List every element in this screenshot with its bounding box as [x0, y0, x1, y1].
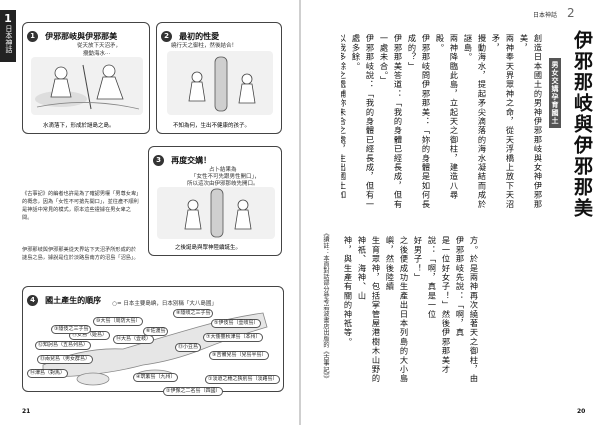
panel-3-caption: 之後誕島與眾神陸續誕生。	[175, 245, 242, 251]
pillar-illustration	[167, 51, 273, 115]
body-text-line: 伊邪那岐說：「我的身體已經長成，但有一處多餘。	[351, 34, 375, 209]
map-label: ⑫知訶島（五島列島）	[35, 341, 92, 350]
panel-1-text-a: 從天放下天沼矛，	[77, 43, 122, 49]
panel-2: 2 最初的性愛 繞行天之御柱，然後結合！ 不知為何，生出不健康的孩子。	[156, 22, 282, 134]
body-text-line: 攪動海水，提起矛尖滴落的海水凝結而成於謎島。	[463, 34, 487, 209]
body-text-line: 兩神降臨此島，立起天之御柱，建造八尋殿。	[435, 34, 459, 200]
map-label: ⑥佐渡島	[143, 327, 169, 336]
body-text-line: 以我多餘之處補妳未合之處，生出國土如何？」	[341, 34, 347, 200]
panel-1-title: 伊邪那岐與伊邪那美	[45, 32, 118, 41]
panel-1: 1 伊邪那岐與伊邪那美 從天放下天沼矛， 攪動海水⋯ 水滴落下，形成於謎島之島。	[22, 22, 150, 134]
panel-2-title: 最初的性愛	[179, 32, 220, 41]
map-label: ⑧隱岐之三子島	[173, 309, 214, 318]
deities-illustration	[31, 57, 143, 115]
page-title: 伊邪那岐與伊邪那美	[571, 30, 593, 219]
page-subtitle: 男女交媾孕育國土	[549, 58, 561, 128]
map-label: ⑬小豆島	[175, 343, 202, 352]
panel-3-text-b: 「女性不可先跟男性開口」，	[191, 174, 260, 180]
panel-1-caption: 水滴落下，形成於謎島之島。	[43, 123, 115, 129]
body-text-column: 創造日本國土的男神伊邪那岐與女神伊邪那美，兩神奉天界眾神之命，從天浮橋上放下天沼…	[341, 34, 545, 214]
panel-3-title: 再度交媾！	[171, 156, 212, 165]
body-text-line: 伊邪那美答道：「我的身體已經長成，但有一處未合。」	[379, 34, 403, 209]
panel-2-caption: 不知為何，生出不健康的孩子。	[173, 123, 251, 129]
body-text-line: 之後便成功生產出日本列島的大小島嶼，然後陸續	[385, 236, 409, 384]
map-label: ④筑紫島（九州）	[133, 373, 179, 382]
body-text-line: 神，與生產有關的神祇等。	[343, 236, 353, 347]
running-header: 日本神話	[533, 12, 558, 19]
map-label: ①淡道之穗之狹別島（淡路島）	[205, 375, 281, 384]
body-text-line: 兩神奉天界眾神之命，從天浮橋上放下天沼矛，	[491, 34, 515, 209]
body-text-line: 伊邪那岐問伊邪那美：「妳的身體是如何長成的？」	[407, 34, 431, 209]
map-label: ⑬兩兒島（男女群島）	[37, 355, 94, 364]
left-page: 1 日本神話 1 伊邪那岐與伊邪那美 從天放下天沼矛， 攪動海水⋯	[0, 0, 299, 425]
map-label: ②伊豫之二名島（四國）	[163, 387, 224, 396]
panel-3-text-a: 占卜結果為	[209, 167, 237, 173]
map-label: ⑭大島（壹岐）	[113, 335, 155, 344]
panel-3: 3 再度交媾！ 占卜結果為 「女性不可先跟男性開口」， 所以這次由伊邪那岐先開口…	[148, 146, 282, 256]
chapter-tab: 1 日本神話	[0, 10, 16, 62]
map-legend: ○= 日本主要島嶼，日本別稱「大八島國」	[112, 301, 217, 307]
body-text-line: 方。於是兩神再次繞著天之御柱，由伊邪那岐先說：「啊，真	[455, 236, 479, 384]
map-label: ⑤伊伎島（壹岐島）	[211, 319, 262, 328]
panel-2-text: 繞行天之御柱，然後結合！	[171, 43, 238, 49]
page-gutter	[299, 0, 301, 425]
body-text-line: 是一位好女子！」然後伊邪那美才說：「啊，真是一位	[427, 236, 451, 374]
map-label: ⑭津島（對馬）	[27, 369, 69, 378]
chapter-number: 1	[4, 12, 12, 25]
panel-4-title: 國土產生的順序	[45, 296, 102, 305]
map-label: ⑨吉備兒島（兒島半島）	[209, 351, 270, 360]
panel-3-text-c: 所以這次由伊邪那岐先開口。	[187, 181, 259, 187]
reference-note: 《讀註：本頁對話部分參考岩波書店出版的《古事記》》	[322, 230, 329, 382]
map-label: ⑩大島（周防大島）	[93, 317, 144, 326]
left-page-number: 21	[22, 408, 31, 415]
panel-2-number: 2	[161, 31, 172, 42]
panel-3-number: 3	[153, 155, 164, 166]
panel-4-map: 4 國土產生的順序 ○= 日本主要島嶼，日本別稱「大八島國」 ⑧隱岐之三子島 ⑩大…	[22, 286, 284, 396]
right-page: 日本神話 2 伊邪那岐與伊邪那美 男女交媾孕育國土 創造日本國土的男神伊邪那岐與…	[301, 0, 600, 425]
panel-4-number: 4	[27, 295, 38, 306]
panel-1-text-b: 攪動海水⋯	[83, 51, 111, 57]
kojiki-note: 《古事記》的編者也許是為了確認男權「男尊女卑」的概念，因為「女性不可搶先開口」，…	[22, 191, 139, 221]
body-text-line: 生育眾神，包括掌管屋港樹木山野的神祇、海神、山	[357, 236, 381, 384]
right-page-number: 20	[577, 408, 586, 415]
section-number: 2	[567, 6, 575, 20]
pillar-illustration-2	[157, 187, 275, 239]
map-label: ⑦大倭豐秋津島（本州）	[203, 333, 264, 342]
panel-1-number: 1	[27, 31, 38, 42]
numashima-note: 伊邪那岐與伊邪那美從天界站下天沼矛所形成的於謎島之島，據說是位於淡路島南方的沼島…	[22, 247, 139, 261]
body-text-line: 好男子！」	[413, 236, 423, 282]
body-text-line: 創造日本國土的男神伊邪那岐與女神伊邪那美，	[519, 34, 543, 209]
map-label: ③隱伎之三子島	[51, 325, 92, 334]
chapter-label: 日本神話	[4, 25, 13, 54]
body-text-column-continued: 方。於是兩神再次繞著天之御柱，由伊邪那岐先說：「啊，真是一位好女子！」然後伊邪那…	[341, 236, 481, 386]
